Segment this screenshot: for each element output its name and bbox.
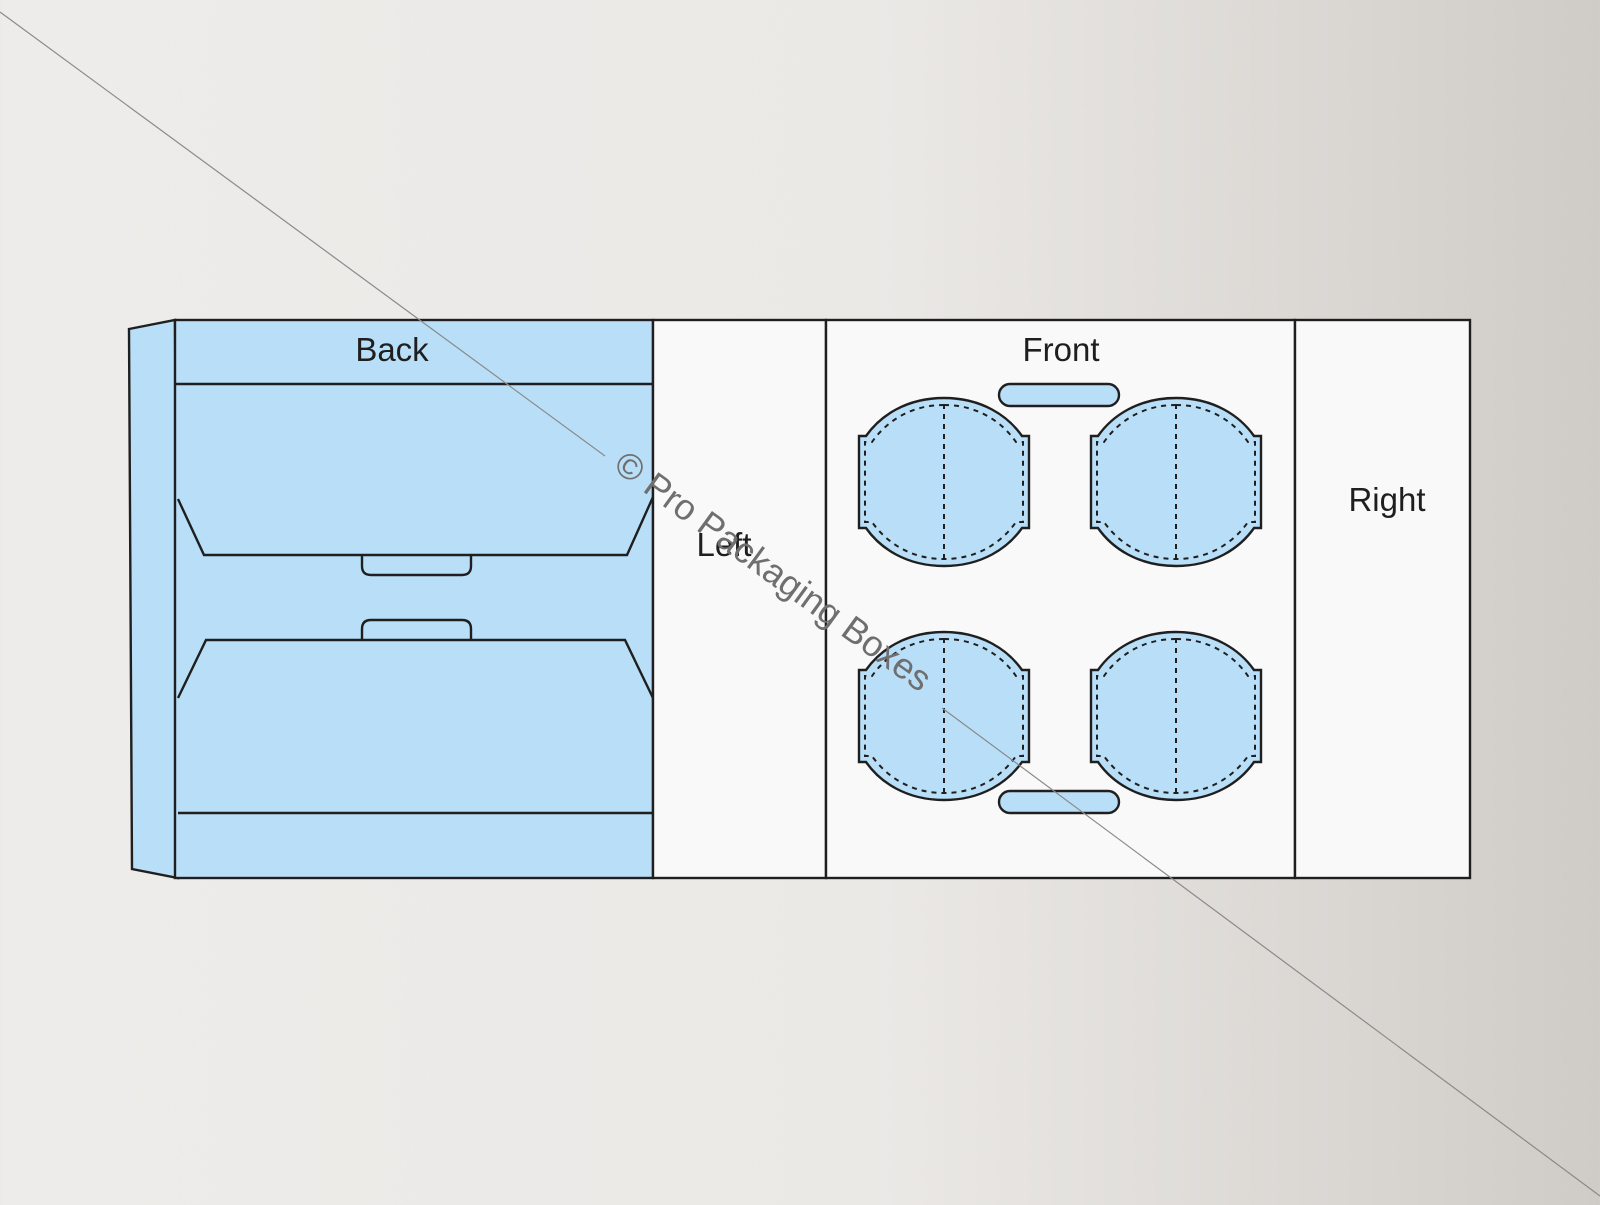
right-panel [1293, 318, 1472, 880]
cup-cutout-top-left [857, 396, 1031, 568]
cup-cutout-bottom-right [1089, 630, 1263, 802]
front-panel-label: Front [1022, 331, 1099, 368]
left-panel [651, 318, 828, 880]
cup-cutout-top-right [1089, 396, 1263, 568]
left-panel-label: Left [696, 526, 751, 563]
lower-flap-tab [360, 618, 473, 640]
lower-flap-outline [176, 638, 655, 699]
upper-flap-tab [360, 555, 473, 577]
bottom-handle-slot [997, 789, 1121, 815]
back-panel-label: Back [355, 331, 429, 368]
watermark-line-upper [0, 11, 606, 457]
upper-flap-outline [176, 496, 655, 557]
top-handle-slot [997, 382, 1121, 408]
back-panel [173, 318, 655, 880]
right-panel-label: Right [1348, 481, 1425, 518]
watermark-line-lower [941, 707, 1600, 1197]
glue-flap [127, 318, 180, 880]
